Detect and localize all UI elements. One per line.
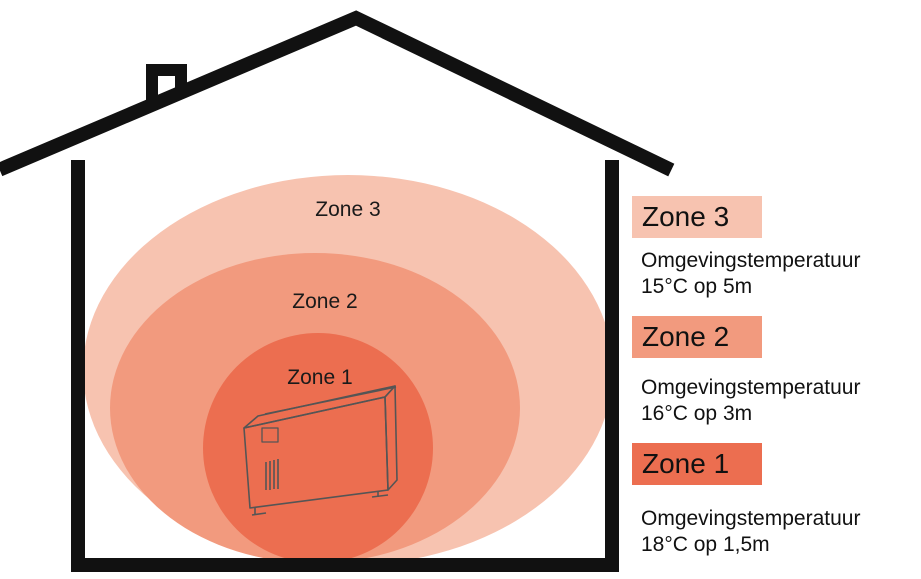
legend-zone3-badge: Zone 3 xyxy=(632,196,762,238)
legend-zone2-line2: 16°C op 3m xyxy=(641,402,753,425)
zone2-label: Zone 2 xyxy=(292,290,357,313)
legend-zone1-line1: Omgevingstemperatuur xyxy=(641,507,861,530)
zone1-label: Zone 1 xyxy=(287,366,352,389)
legend-zone1-description: Omgevingstemperatuur 18°C op 1,5m xyxy=(641,506,860,558)
legend-zone2-line1: Omgevingstemperatuur xyxy=(641,376,861,399)
legend-zone3-line1: Omgevingstemperatuur xyxy=(641,249,861,272)
zone3-label: Zone 3 xyxy=(315,198,380,221)
legend-zone3-line2: 15°C op 5m xyxy=(641,275,753,298)
legend-zone1-badge: Zone 1 xyxy=(632,443,762,485)
heater-icon xyxy=(243,385,398,516)
legend-zone2-description: Omgevingstemperatuur 16°C op 3m xyxy=(641,375,860,427)
legend-zone1-line2: 18°C op 1,5m xyxy=(641,533,770,556)
chimney-icon xyxy=(146,64,187,100)
legend-zone2-badge: Zone 2 xyxy=(632,316,762,358)
legend-zone3-description: Omgevingstemperatuur 15°C op 5m xyxy=(641,248,860,300)
house-outline-icon xyxy=(0,10,675,572)
